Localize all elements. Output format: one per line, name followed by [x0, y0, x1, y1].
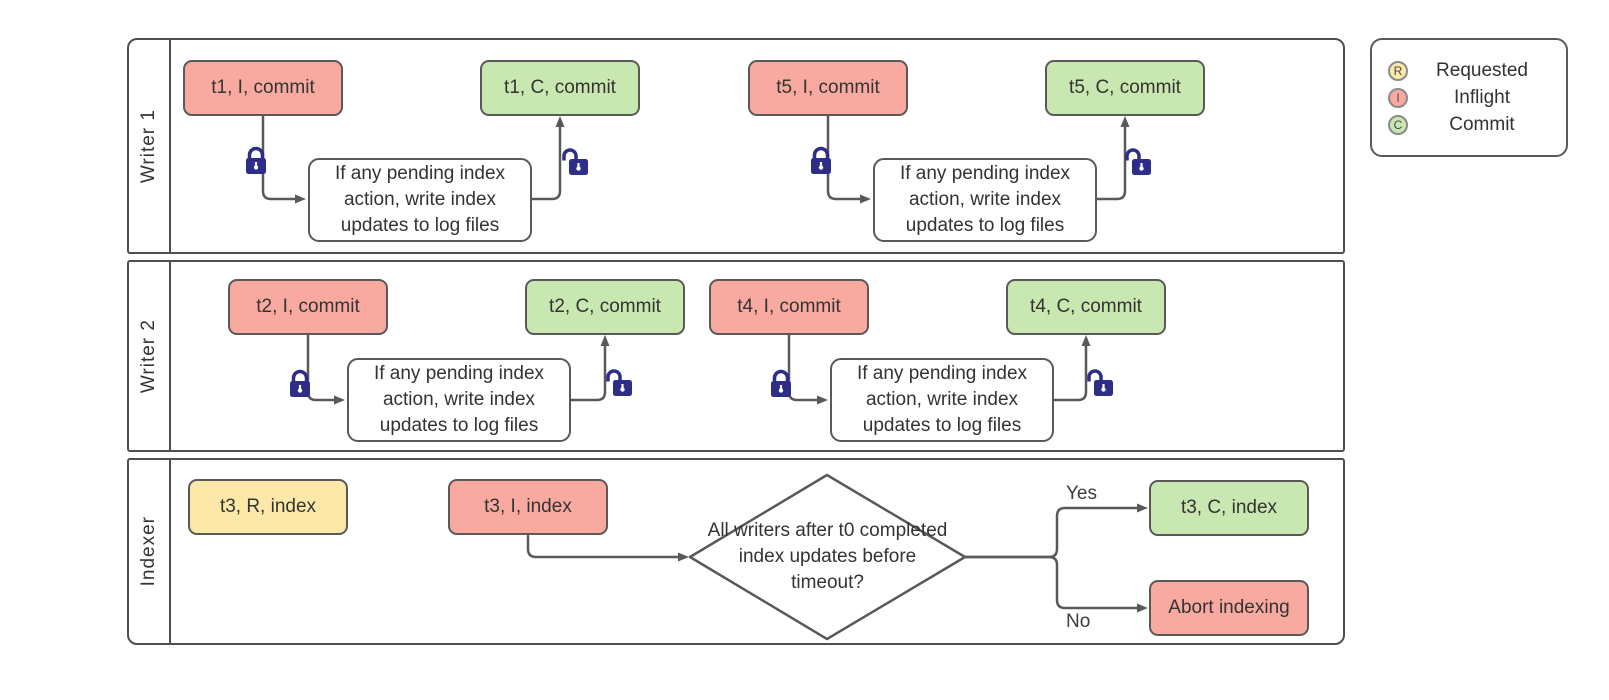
decision-label: All writers after t0 completed index upd… — [707, 520, 948, 593]
node-t3-commit: t3, C, index — [1149, 480, 1309, 536]
legend: R Requested I Inflight C Commit — [1370, 38, 1568, 157]
node-t1-commit: t1, C, commit — [480, 60, 640, 116]
legend-row-commit: C Commit — [1388, 111, 1556, 138]
lane-writer-1-label: Writer 1 — [138, 108, 159, 184]
legend-label-requested: Requested — [1436, 59, 1528, 81]
legend-row-inflight: I Inflight — [1388, 84, 1556, 111]
lane-writer-2-label: Writer 2 — [138, 318, 159, 394]
requested-badge-icon: R — [1388, 60, 1408, 81]
legend-label-inflight: Inflight — [1454, 86, 1510, 108]
node-cond-writer2-b: If any pending index action, write index… — [830, 358, 1054, 442]
node-t4-inflight: t4, I, commit — [709, 279, 869, 335]
node-t3-requested: t3, R, index — [188, 479, 348, 535]
legend-label-commit: Commit — [1449, 113, 1515, 135]
lane-writer-1-header: Writer 1 — [129, 40, 171, 252]
edge-label-yes: Yes — [1066, 483, 1097, 504]
node-t2-commit: t2, C, commit — [525, 279, 685, 335]
node-t1-inflight: t1, I, commit — [183, 60, 343, 116]
node-cond-writer1-a: If any pending index action, write index… — [308, 158, 532, 242]
lane-writer-2-header: Writer 2 — [129, 262, 171, 450]
commit-badge-icon: C — [1388, 114, 1408, 135]
lane-indexer-label: Indexer — [138, 516, 159, 587]
inflight-badge-icon: I — [1388, 87, 1408, 108]
node-t4-commit: t4, C, commit — [1006, 279, 1166, 335]
node-t3-inflight: t3, I, index — [448, 479, 608, 535]
node-abort-indexing: Abort indexing — [1149, 580, 1309, 636]
lane-indexer-header: Indexer — [129, 460, 171, 643]
edge-label-no: No — [1066, 611, 1091, 632]
node-t2-inflight: t2, I, commit — [228, 279, 388, 335]
node-cond-writer2-a: If any pending index action, write index… — [347, 358, 571, 442]
node-cond-writer1-b: If any pending index action, write index… — [873, 158, 1097, 242]
node-t5-inflight: t5, I, commit — [748, 60, 908, 116]
node-t5-commit: t5, C, commit — [1045, 60, 1205, 116]
legend-row-requested: R Requested — [1388, 57, 1556, 84]
